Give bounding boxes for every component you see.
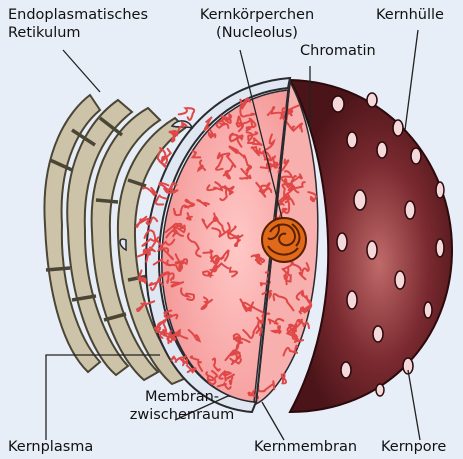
label-endoplasmic-reticulum: Endoplasmatisches Retikulum (8, 6, 148, 42)
label-nuclear-membrane: Kernmembran (254, 438, 357, 456)
label-nuclear-pore: Kernpore (381, 438, 446, 456)
label-intermembrane-space: Membran- zwischenraum (112, 388, 252, 424)
chromatin-strand (179, 108, 194, 120)
nucleolus (262, 218, 306, 262)
chromatin-strand (143, 188, 156, 195)
chromatin-strand (282, 374, 287, 384)
label-nucleolus: Kernkörperchen (Nucleolus) (192, 6, 322, 42)
label-chromatin: Chromatin (300, 42, 376, 60)
label-nuclear-envelope: Kernhülle (376, 6, 444, 24)
label-nucleoplasm: Kernplasma (8, 438, 93, 456)
